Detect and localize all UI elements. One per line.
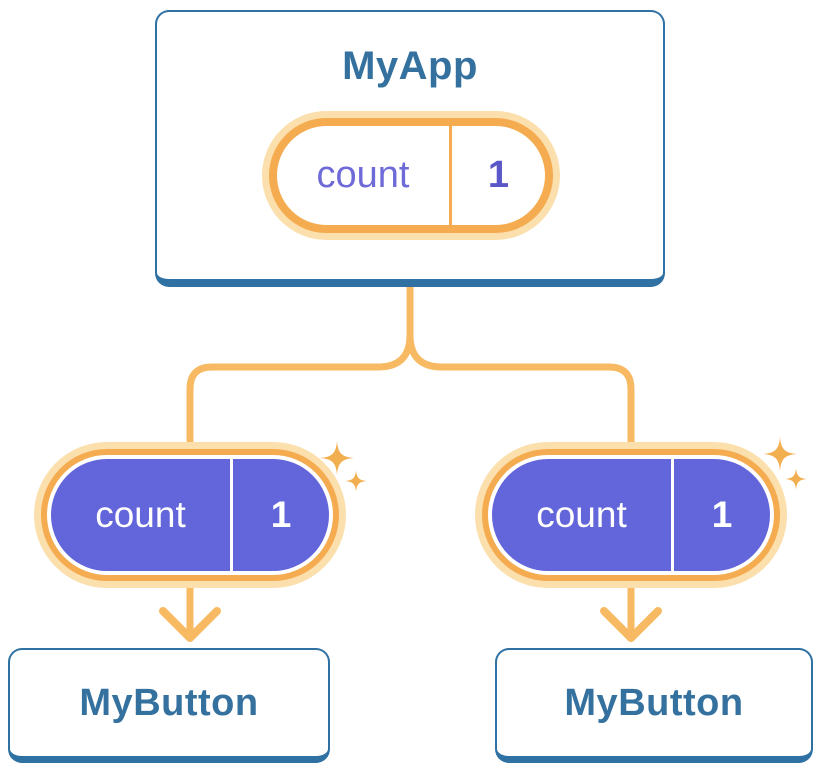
tree-connector-right bbox=[406, 276, 635, 634]
root-component-card: MyApp bbox=[155, 10, 665, 287]
pill-divider bbox=[230, 459, 233, 571]
sparkle-icon bbox=[320, 441, 367, 492]
passed-prop-pill-right: count 1 bbox=[488, 455, 774, 575]
child-component-card-left: MyButton bbox=[8, 648, 330, 763]
pill-divider bbox=[671, 459, 674, 571]
prop-name-label: count bbox=[536, 494, 627, 535]
pill-divider bbox=[449, 126, 452, 225]
child-component-name: MyButton bbox=[564, 681, 744, 724]
prop-name-label: count bbox=[95, 494, 186, 535]
child-component-name: MyButton bbox=[79, 681, 259, 724]
state-value: 1 bbox=[487, 154, 510, 196]
state-name-label: count bbox=[316, 154, 410, 196]
root-state-pill: count 1 bbox=[269, 118, 553, 233]
arrow-down-icon bbox=[159, 607, 221, 642]
sparkle-icon bbox=[763, 437, 807, 490]
child-component-card-right: MyButton bbox=[495, 648, 813, 763]
prop-value: 1 bbox=[270, 494, 292, 535]
prop-value: 1 bbox=[711, 494, 733, 535]
arrow-down-icon bbox=[600, 607, 662, 642]
passed-prop-pill-left: count 1 bbox=[47, 455, 333, 575]
root-component-name: MyApp bbox=[342, 44, 478, 88]
